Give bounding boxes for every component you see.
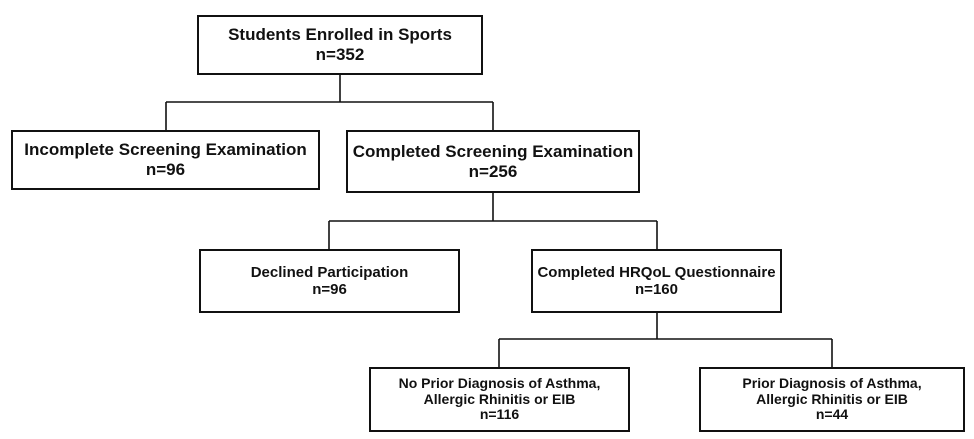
node-prior-diagnosis: Prior Diagnosis of Asthma, Allergic Rhin… bbox=[699, 367, 965, 432]
node-title-line2: Allergic Rhinitis or EIB bbox=[756, 390, 908, 407]
node-title-line1: No Prior Diagnosis of Asthma, bbox=[398, 375, 601, 392]
node-count: n=96 bbox=[145, 160, 186, 179]
node-count: n=96 bbox=[312, 281, 347, 298]
node-title: Incomplete Screening Examination bbox=[24, 140, 307, 160]
node-title: Completed HRQoL Questionnaire bbox=[537, 263, 776, 281]
node-count: n=116 bbox=[479, 406, 520, 423]
node-no-prior-diagnosis: No Prior Diagnosis of Asthma, Allergic R… bbox=[369, 367, 630, 432]
node-count: n=352 bbox=[315, 45, 365, 64]
node-count: n=44 bbox=[815, 406, 849, 423]
node-title-line2: Allergic Rhinitis or EIB bbox=[423, 390, 576, 407]
node-title: Completed Screening Examination bbox=[352, 141, 634, 161]
node-completed-hrqol: Completed HRQoL Questionnaire n=160 bbox=[531, 249, 782, 313]
node-count: n=160 bbox=[635, 281, 678, 298]
node-count: n=256 bbox=[468, 161, 518, 181]
node-title: Declined Participation bbox=[250, 263, 409, 281]
node-completed-screening: Completed Screening Examination n=256 bbox=[346, 130, 640, 193]
node-incomplete-screening: Incomplete Screening Examination n=96 bbox=[11, 130, 320, 190]
node-declined-participation: Declined Participation n=96 bbox=[199, 249, 460, 313]
node-title: Students Enrolled in Sports bbox=[228, 25, 452, 45]
node-students-enrolled: Students Enrolled in Sports n=352 bbox=[197, 15, 483, 75]
node-title-line1: Prior Diagnosis of Asthma, bbox=[742, 375, 922, 392]
